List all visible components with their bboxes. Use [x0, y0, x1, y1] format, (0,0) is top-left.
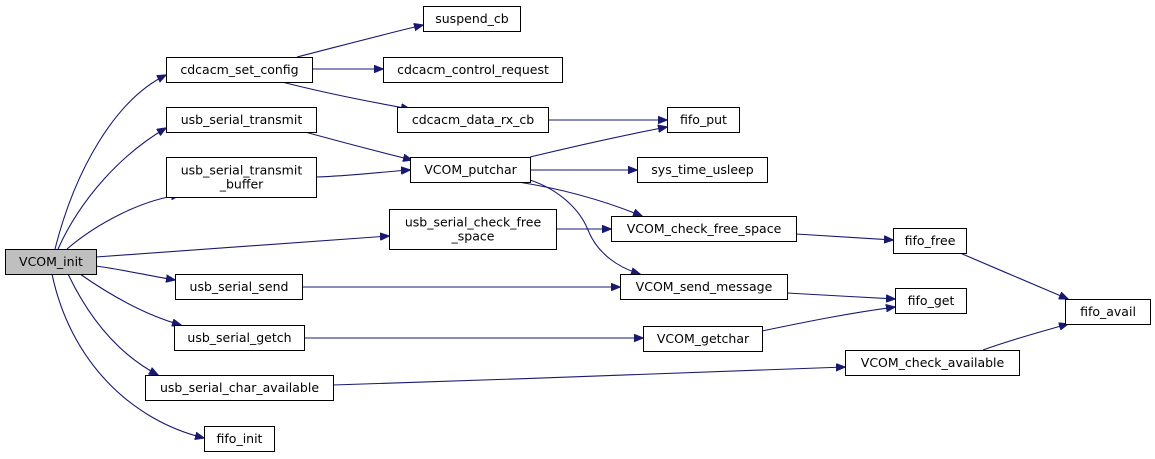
edge-vcom-init-to-usb-serial-check-free-space: [95, 236, 389, 258]
edge-vcom-send-message-to-fifo-get: [786, 292, 895, 299]
node-box: [383, 57, 563, 83]
edge-vcom-check-available-to-fifo-avail: [982, 324, 1068, 351]
node-label: cdcacm_control_request: [397, 62, 549, 77]
node-box: [174, 325, 305, 351]
node-sys-time-usleep[interactable]: sys_time_usleep: [637, 157, 768, 183]
node-box: [423, 6, 521, 32]
edges-layer: [51, 25, 1068, 438]
node-box: [166, 157, 317, 198]
edge-cdcacm-set-config-to-cdcacm-data-rx-cb: [281, 81, 410, 109]
node-usb-serial-getch[interactable]: usb_serial_getch: [174, 325, 305, 351]
node-box: [389, 209, 557, 250]
node-fifo-init[interactable]: fifo_init: [204, 426, 275, 452]
node-label: VCOM_send_message: [636, 279, 773, 294]
node-vcom-getchar[interactable]: VCOM_getchar: [643, 326, 763, 352]
node-label: suspend_cb: [435, 11, 509, 26]
edge-fifo-free-to-fifo-avail: [959, 252, 1068, 299]
node-label: fifo_get: [908, 293, 955, 308]
node-box: [145, 375, 334, 401]
node-cdcacm-set-config[interactable]: cdcacm_set_config: [166, 57, 313, 83]
node-label: cdcacm_data_rx_cb: [412, 112, 534, 127]
node-box: [175, 274, 303, 300]
node-box: [620, 274, 788, 300]
node-box: [1065, 299, 1151, 325]
node-label: usb_serial_char_available: [160, 380, 319, 395]
node-usb-serial-check-free-space[interactable]: usb_serial_check_free_space: [389, 209, 557, 250]
node-label: fifo_init: [217, 431, 263, 446]
node-label: usb_serial_send: [190, 279, 289, 294]
edge-vcom-check-free-space-to-fifo-free: [795, 233, 893, 240]
edge-vcom-putchar-to-fifo-put: [529, 127, 667, 158]
node-box: [667, 107, 740, 133]
node-label: fifo_avail: [1080, 304, 1136, 319]
edge-usb-serial-char-available-to-vcom-check-available: [332, 367, 845, 386]
node-vcom-check-free-space[interactable]: VCOM_check_free_space: [611, 216, 797, 242]
node-label: cdcacm_set_config: [180, 62, 298, 77]
node-box: [410, 157, 531, 183]
node-fifo-get[interactable]: fifo_get: [895, 288, 967, 314]
nodes-layer: VCOM_init cdcacm_set_config usb_serial_tra…: [5, 6, 1151, 452]
node-label: _buffer: [219, 177, 264, 192]
node-box: [204, 426, 275, 452]
edge-vcom-getchar-to-fifo-get: [761, 307, 895, 332]
node-fifo-free[interactable]: fifo_free: [893, 228, 967, 254]
node-label: VCOM_putchar: [424, 162, 517, 177]
node-suspend-cb[interactable]: suspend_cb: [423, 6, 521, 32]
node-vcom-init[interactable]: VCOM_init: [5, 249, 97, 275]
node-box: [845, 350, 1020, 376]
edge-vcom-init-to-usb-serial-char-available: [67, 273, 158, 375]
node-usb-serial-send[interactable]: usb_serial_send: [175, 274, 303, 300]
node-label: VCOM_check_available: [861, 355, 1005, 370]
node-label: fifo_free: [905, 233, 956, 248]
edge-vcom-init-to-usb-serial-getch: [79, 273, 181, 325]
node-label: VCOM_getchar: [657, 331, 750, 346]
edge-vcom-init-to-cdcacm-set-config: [54, 75, 166, 250]
node-vcom-send-message[interactable]: VCOM_send_message: [620, 274, 788, 300]
node-label: _space: [451, 229, 495, 244]
node-fifo-avail[interactable]: fifo_avail: [1065, 299, 1151, 325]
node-label: usb_serial_check_free: [405, 215, 542, 230]
edge-vcom-init-to-usb-serial-send: [95, 265, 175, 280]
node-box: [895, 288, 967, 314]
node-box: [893, 228, 967, 254]
node-label: fifo_put: [680, 112, 727, 127]
node-box: [166, 57, 313, 83]
node-box: [166, 107, 317, 133]
node-label: VCOM_check_free_space: [627, 221, 782, 236]
node-usb-serial-char-available[interactable]: usb_serial_char_available: [145, 375, 334, 401]
edge-usb-serial-transmit-to-vcom-putchar: [304, 131, 412, 160]
node-vcom-check-available[interactable]: VCOM_check_available: [845, 350, 1020, 376]
node-box: [643, 326, 763, 352]
node-label: usb_serial_transmit: [181, 163, 303, 178]
node-label: usb_serial_transmit: [181, 112, 303, 127]
edge-usb-serial-transmit-buffer-to-vcom-putchar: [315, 170, 410, 178]
node-cdcacm-data-rx-cb[interactable]: cdcacm_data_rx_cb: [397, 107, 549, 133]
edge-vcom-init-to-usb-serial-transmit: [57, 128, 166, 250]
node-box: [5, 249, 97, 275]
node-label: usb_serial_getch: [187, 330, 291, 345]
node-label: VCOM_init: [19, 254, 83, 269]
edge-vcom-init-to-fifo-init: [51, 273, 204, 438]
edge-vcom-putchar-to-vcom-send-message: [529, 179, 640, 274]
node-vcom-putchar[interactable]: VCOM_putchar: [410, 157, 531, 183]
node-label: sys_time_usleep: [651, 162, 753, 177]
edge-vcom-putchar-to-vcom-check-free-space: [517, 181, 642, 216]
node-fifo-put[interactable]: fifo_put: [667, 107, 740, 133]
node-box: [637, 157, 768, 183]
edge-cdcacm-set-config-to-suspend-cb: [296, 25, 423, 58]
node-usb-serial-transmit-buffer[interactable]: usb_serial_transmit_buffer: [166, 157, 317, 198]
node-box: [611, 216, 797, 242]
node-usb-serial-transmit[interactable]: usb_serial_transmit: [166, 107, 317, 133]
node-cdcacm-control-request[interactable]: cdcacm_control_request: [383, 57, 563, 83]
node-box: [397, 107, 549, 133]
